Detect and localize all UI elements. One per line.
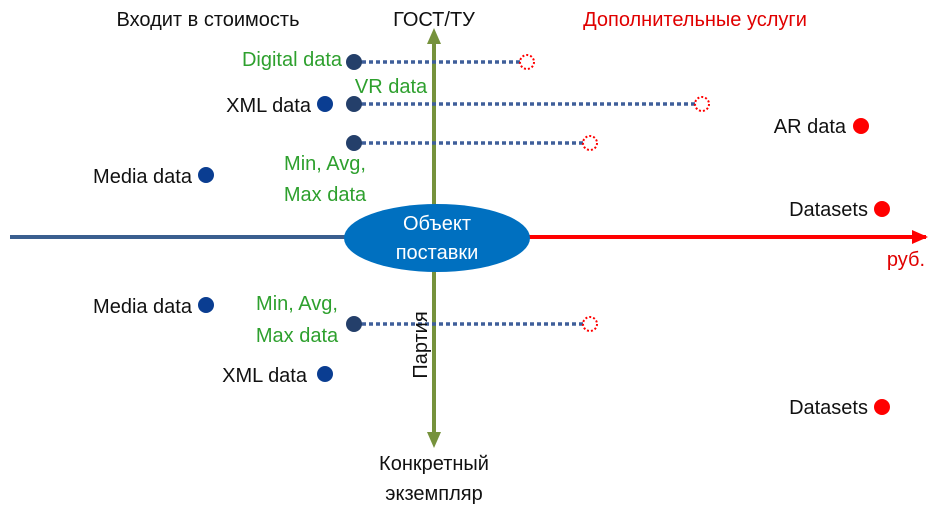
header-included: Входит в стоимость [117,9,300,31]
axis-label-batch: Партия [410,311,432,378]
dashed-circle-digital [519,54,535,70]
dot-media-bottom [198,297,214,313]
label-vr-data: VR data [355,76,428,98]
vertical-axis-arrow-down [427,432,441,448]
dot-digital [346,54,362,70]
label-datasets-top: Datasets [789,199,868,221]
label-media-data-bottom: Media data [93,296,193,318]
label-minavg-top-line1: Min, Avg, [284,153,366,175]
dot-datasets-top [874,201,890,217]
label-datasets-bottom: Datasets [789,397,868,419]
dot-vr [346,96,362,112]
vertical-axis-arrow-up [427,28,441,44]
header-additional: Дополнительные услуги [583,9,807,31]
dot-xml-bottom [317,366,333,382]
dot-media-top [198,167,214,183]
dot-datasets-bottom [874,399,890,415]
label-minavg-bottom-line2: Max data [256,325,339,347]
axis-label-instance-line1: Конкретный [379,453,489,475]
dot-minavg-top [346,135,362,151]
label-minavg-top-line2: Max data [284,184,367,206]
label-xml-data-bottom: XML data [222,365,308,387]
dot-xml-top [317,96,333,112]
label-media-data-top: Media data [93,166,193,188]
label-ar-data: AR data [774,116,847,138]
dot-minavg-bottom [346,316,362,332]
axis-label-instance-line2: экземпляр [385,483,482,505]
label-digital-data: Digital data [242,49,343,71]
dashed-circle-minavg-top [582,135,598,151]
delivery-object-ellipse [344,204,530,272]
label-minavg-bottom-line1: Min, Avg, [256,293,338,315]
delivery-object-line1: Объект [403,213,471,235]
label-xml-data-top: XML data [226,95,312,117]
dashed-circle-vr [694,96,710,112]
dot-ar [853,118,869,134]
axis-label-currency: руб. [887,249,925,271]
header-standard: ГОСТ/ТУ [393,9,475,31]
dashed-circle-minavg-bottom [582,316,598,332]
delivery-object-line2: поставки [396,242,479,264]
